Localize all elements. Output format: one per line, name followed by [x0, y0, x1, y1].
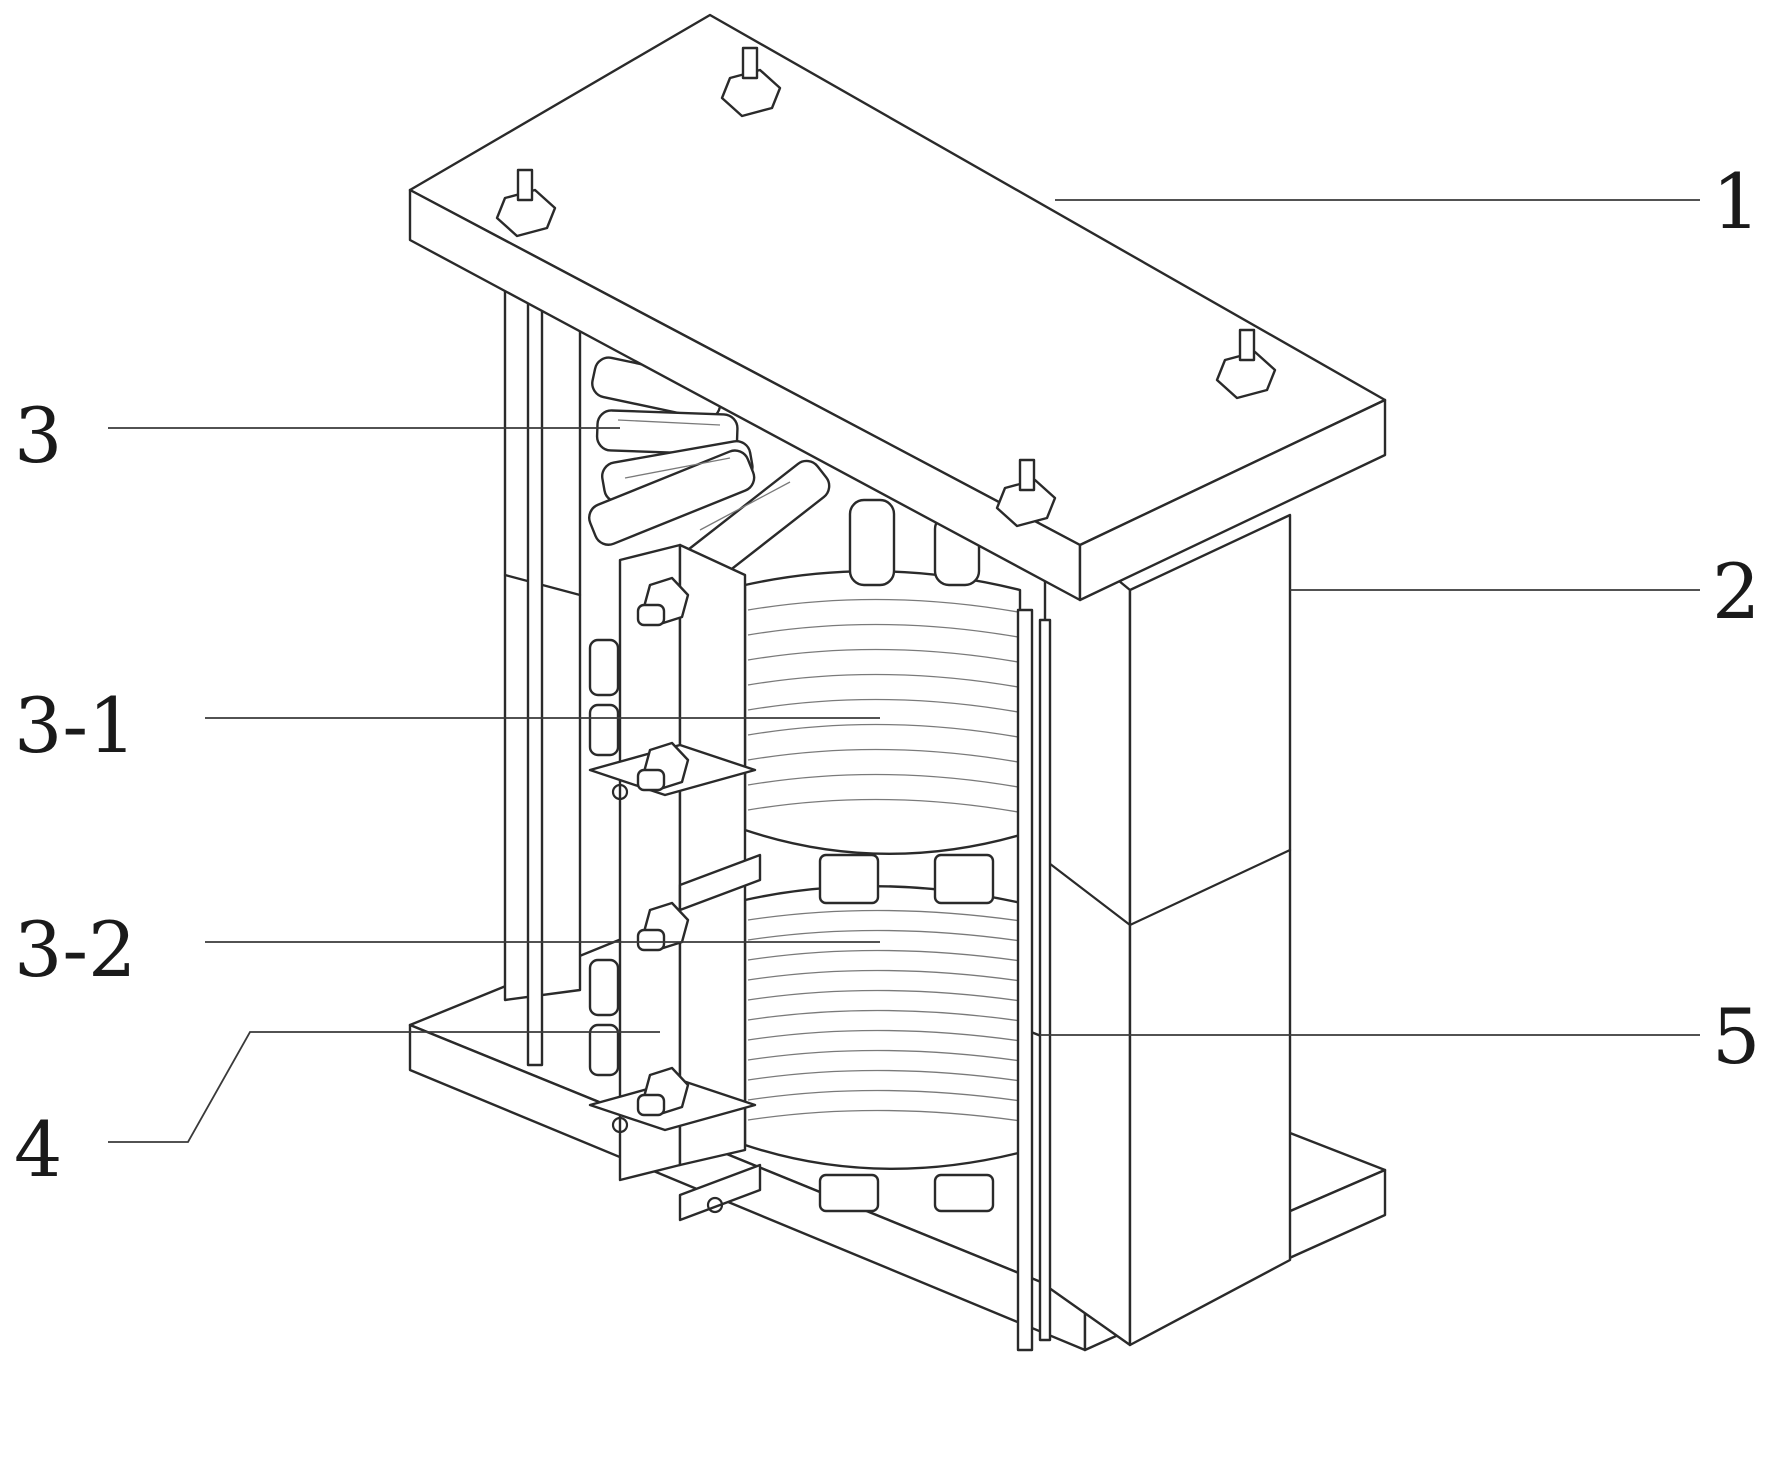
label-3-2: 3-2	[14, 905, 136, 994]
label-4: 4	[14, 1105, 62, 1194]
tie-rod-back	[528, 300, 542, 1065]
upper-coil-spacers	[590, 640, 618, 755]
label-2: 2	[1712, 547, 1760, 636]
label-3-1: 3-1	[14, 681, 136, 770]
iron-core-column	[1045, 515, 1290, 1345]
label-1: 1	[1712, 157, 1760, 246]
label-5: 5	[1712, 992, 1760, 1081]
label-3: 3	[14, 391, 62, 480]
